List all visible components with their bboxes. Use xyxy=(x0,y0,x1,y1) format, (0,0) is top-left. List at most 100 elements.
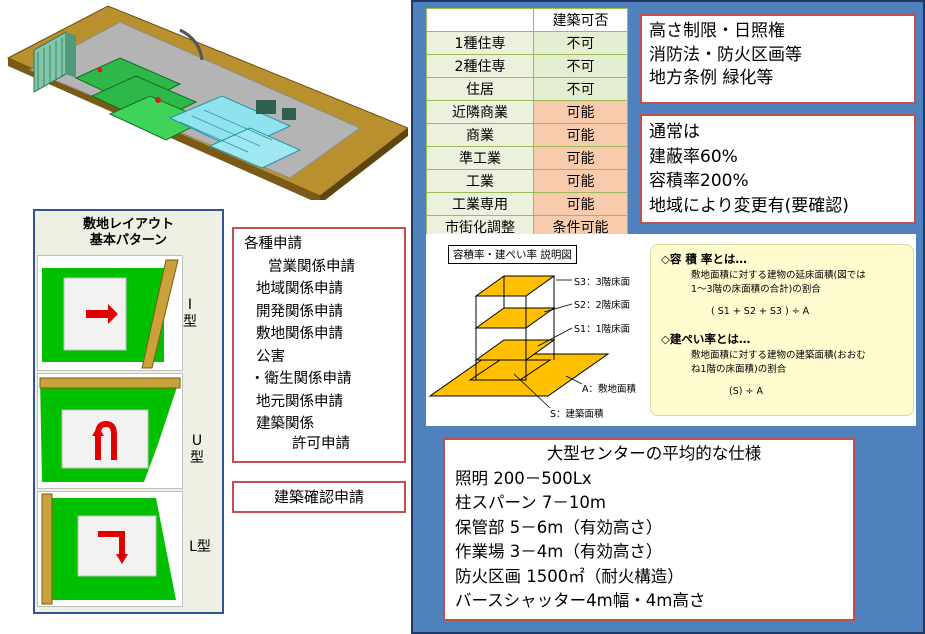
pattern-u-type xyxy=(37,373,183,489)
coverage-ratio-text-line2: ね1階の床面積)の割合 xyxy=(691,364,787,375)
pattern-i-type xyxy=(37,255,183,371)
regulation-line: 高さ制限・日照権 xyxy=(649,21,785,41)
zoning-table-header: 建築可否 xyxy=(426,8,628,32)
spec-line: バースシャッター4m幅・4m高さ xyxy=(455,591,706,610)
permits-title: 各種申請 xyxy=(244,236,302,252)
floor-label-s2: S2：2階床面 xyxy=(574,300,631,311)
zone-name-cell: 住居 xyxy=(426,77,534,101)
building-confirmation-box: 建築確認申請 xyxy=(232,481,406,513)
spec-line: 防火区画 1500㎡（耐火構造） xyxy=(455,566,684,586)
spec-line: 保管部 5－6m（有効高さ） xyxy=(455,517,663,537)
center-spec-box: 大型センターの平均的な仕様 照明 200－500Lx 柱スパーン 7－10m 保… xyxy=(443,438,855,621)
zone-name-cell: 2種住専 xyxy=(426,54,534,78)
zone-name-cell: 近隣商業 xyxy=(426,100,534,124)
spec-title: 大型センターの平均的な仕様 xyxy=(546,444,762,463)
pattern-i-label-line2: 型 xyxy=(183,314,197,330)
floor-s2 xyxy=(474,307,556,329)
cyan-rack-rows xyxy=(168,95,302,169)
permit-item: 建築関係 xyxy=(256,416,314,432)
coverage-ratio-text: 敷地面積に対する建物の建築面積(おおむ ね1階の床面積)の割合 xyxy=(691,349,866,377)
permit-item: 地域関係申請 xyxy=(256,281,343,297)
zone-permission-cell: 不可 xyxy=(533,31,628,55)
pattern-l-label: L型 xyxy=(185,539,215,556)
pattern-i-label-line1: I xyxy=(187,297,193,313)
floor-area-ratio-text: 敷地面積に対する建物の延床面積(図では 1～3階の床面積の合計)の割合 xyxy=(691,269,866,297)
coverage-ratio-heading: ◇建ぺい率とは… xyxy=(661,332,751,346)
ratio-line: 容積率200% xyxy=(649,171,749,191)
floor-area-ratio-text-line1: 敷地面積に対する建物の延床面積(図では xyxy=(691,270,866,281)
spec-line: 照明 200－500Lx xyxy=(455,468,592,488)
floor-label-s1: S1：1階床面 xyxy=(574,324,631,335)
pattern-l-type xyxy=(37,491,183,607)
zoning-row: 準工業可能 xyxy=(426,146,628,170)
regulations-box: 高さ制限・日照権 消防法・防火区画等 地方条例 緑化等 xyxy=(640,14,916,104)
zone-permission-cell: 可能 xyxy=(533,100,628,124)
zone-permission-cell: 可能 xyxy=(533,146,628,170)
zoning-row: 工業可能 xyxy=(426,169,628,193)
pattern-u-label-line1: U xyxy=(191,433,203,449)
ratio-line: 建蔽率60% xyxy=(649,146,738,167)
spec-line: 柱スパーン 7－10m xyxy=(455,493,606,512)
zoning-row: 近隣商業可能 xyxy=(426,100,628,124)
zone-name-cell: 工業専用 xyxy=(426,192,534,216)
site-area-label: A：敷地面積 xyxy=(582,384,636,395)
zone-permission-cell: 可能 xyxy=(533,192,628,216)
layout-title-line2: 基本パターン xyxy=(89,233,168,248)
zone-header-label: 建築可否 xyxy=(533,8,628,32)
warehouse-site-illustration xyxy=(0,0,409,204)
zone-permission-cell: 可能 xyxy=(533,169,628,193)
floor-s3 xyxy=(474,275,556,297)
permit-item: 地元関係申請 xyxy=(256,393,343,410)
regulation-line: 消防法・防火区画等 xyxy=(649,44,802,65)
permit-item: 敷地関係申請 xyxy=(256,326,343,342)
zoning-row: 工業専用可能 xyxy=(426,192,628,216)
regulation-line: 地方条例 緑化等 xyxy=(649,68,774,88)
floor-area-ratio-text-line2: 1～3階の床面積の合計)の割合 xyxy=(691,284,821,295)
spec-line: 作業場 3－4m（有効高さ） xyxy=(455,542,663,561)
zoning-row: 1種住専不可 xyxy=(426,31,628,55)
zone-header-empty xyxy=(426,8,534,32)
permit-item: 開発関係申請 xyxy=(256,303,343,320)
permit-item: ・衛生関係申請 xyxy=(250,371,352,387)
zoning-row: 商業可能 xyxy=(426,123,628,147)
layout-patterns-title: 敷地レイアウト 基本パターン xyxy=(35,217,222,249)
floor-area-ratio-formula: ( S1 + S2 + S3 ) ÷ A xyxy=(711,306,810,317)
layout-patterns-panel: 敷地レイアウト 基本パターン I 型 U 型 xyxy=(33,209,224,614)
arrow-right-icon xyxy=(86,304,118,324)
pattern-l-label-line1: L型 xyxy=(189,539,211,555)
zone-name-cell: 準工業 xyxy=(426,146,534,170)
site-3d-render xyxy=(6,5,409,204)
building-floors-illustration xyxy=(428,275,610,409)
zone-name-cell: 1種住専 xyxy=(426,31,534,55)
floor-label-s3: S3：3階床面 xyxy=(574,277,631,288)
pattern-u-label: U 型 xyxy=(189,433,205,467)
zone-permission-cell: 不可 xyxy=(533,54,628,78)
coverage-ratio-text-line1: 敷地面積に対する建物の建築面積(おおむ xyxy=(691,350,866,361)
zoning-row: 住居不可 xyxy=(426,77,628,101)
ratio-line: 通常は xyxy=(649,122,700,142)
zone-permission-cell: 可能 xyxy=(533,123,628,147)
permit-item: 公害 xyxy=(256,348,285,365)
building-area-label: S：建築面積 xyxy=(550,409,604,420)
arrow-turn-down-icon xyxy=(116,554,128,564)
floor-area-ratio-heading: ◇容 積 率とは… xyxy=(661,252,747,266)
permit-applications-box: 各種申請 営業関係申請 地域関係申請 開発関係申請 敷地関係申請 公害 ・衛生関… xyxy=(232,227,406,463)
zoning-row: 2種住専不可 xyxy=(426,54,628,78)
ratio-definitions-box: ◇容 積 率とは… 敷地面積に対する建物の延床面積(図では 1～3階の床面積の合… xyxy=(650,244,914,416)
coverage-ratio-formula: (S) ÷ A xyxy=(729,386,763,397)
zone-permission-cell: 不可 xyxy=(533,77,628,101)
zone-name-cell: 商業 xyxy=(426,123,534,147)
pattern-u-label-line2: 型 xyxy=(190,450,204,466)
ratios-box: 通常は 建蔽率60% 容積率200% 地域により変更有(要確認) xyxy=(640,114,916,224)
zone-name-cell: 工業 xyxy=(426,169,534,193)
permit-item: 営業関係申請 xyxy=(268,258,355,275)
tall-rack-building xyxy=(33,31,76,93)
permit-item: 許可申請 xyxy=(292,435,350,452)
floor-area-diagram: 容積率・建ぺい率 説明図 S3：3階床面 S2：2階床面 S1：1階床面 A：敷… xyxy=(426,234,916,426)
arrow-u-turn-icon xyxy=(92,426,104,436)
ratio-line: 地域により変更有(要確認) xyxy=(649,195,849,216)
diagram-caption: 容積率・建ぺい率 説明図 xyxy=(448,245,577,264)
pattern-i-label: I 型 xyxy=(182,297,198,331)
